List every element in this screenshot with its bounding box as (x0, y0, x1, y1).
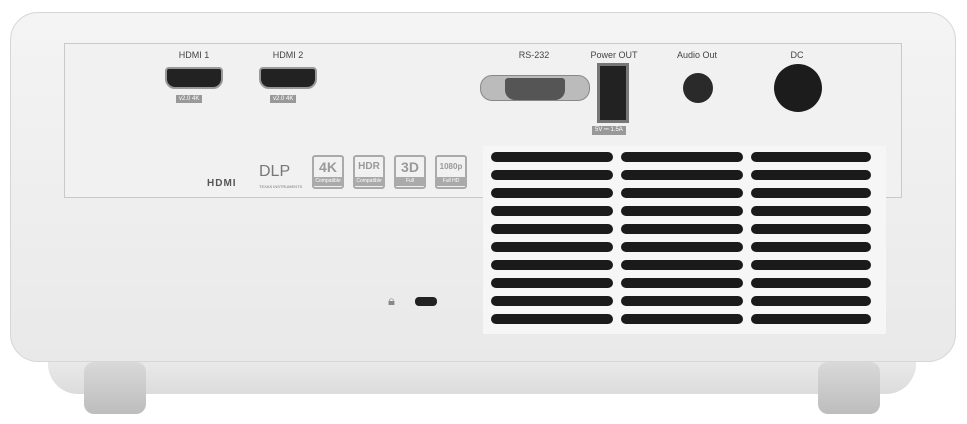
vent-slot (751, 314, 871, 324)
vent-slot (751, 278, 871, 288)
dc-label: DC (790, 50, 804, 60)
right-foot (818, 362, 880, 414)
vent-slot (621, 296, 743, 306)
usb-power-port (597, 63, 629, 123)
hdmi2-port (259, 67, 317, 89)
vent-slot (621, 152, 743, 162)
vent-slot (751, 296, 871, 306)
audio-out-label: Audio Out (676, 50, 718, 60)
vent-slot (751, 260, 871, 270)
hdmi-logo: HDMI (207, 178, 237, 189)
vent-slot (621, 206, 743, 216)
vent-slot (621, 170, 743, 180)
vent-slot (751, 188, 871, 198)
vent-slot (621, 224, 743, 234)
rs232-port (480, 75, 590, 101)
vent-slot (491, 278, 613, 288)
rs232-label: RS-232 (518, 50, 550, 60)
vent-slot (751, 152, 871, 162)
vent-slot (491, 152, 613, 162)
vent-slot (751, 224, 871, 234)
dlp-logo: DLP (259, 163, 291, 180)
vent-slot (621, 278, 743, 288)
power-tag: 5V ⎓ 1.5A (592, 126, 626, 135)
vent-slot (491, 260, 613, 270)
vent-slot (751, 170, 871, 180)
left-foot (84, 362, 146, 414)
vent-slot (491, 188, 613, 198)
dc-port (774, 64, 822, 112)
vent-slot (491, 296, 613, 306)
hdmi1-tag: v2.0 4K (176, 95, 203, 103)
kensington-slot (415, 297, 437, 306)
vent-slot (491, 170, 613, 180)
hdmi1-label: HDMI 1 (178, 50, 210, 60)
vent-slot (621, 314, 743, 324)
hdmi2-tag: v2.0 4K (270, 95, 297, 103)
vent-slot (491, 314, 613, 324)
vent-slot (491, 206, 613, 216)
vent-slot (751, 242, 871, 252)
vent-slot (621, 242, 743, 252)
power-out-label: Power OUT (590, 50, 638, 60)
hdmi1-port (165, 67, 223, 89)
hdmi2-label: HDMI 2 (272, 50, 304, 60)
vent-slot (491, 242, 613, 252)
vent-slot (491, 224, 613, 234)
dlp-sub: TEXAS INSTRUMENTS (259, 184, 303, 189)
vent-slot (621, 188, 743, 198)
audio-jack (683, 73, 713, 103)
vent-slot (751, 206, 871, 216)
air-vent (483, 146, 886, 334)
vent-slot (621, 260, 743, 270)
lock-icon: 🔒︎ (388, 293, 395, 308)
